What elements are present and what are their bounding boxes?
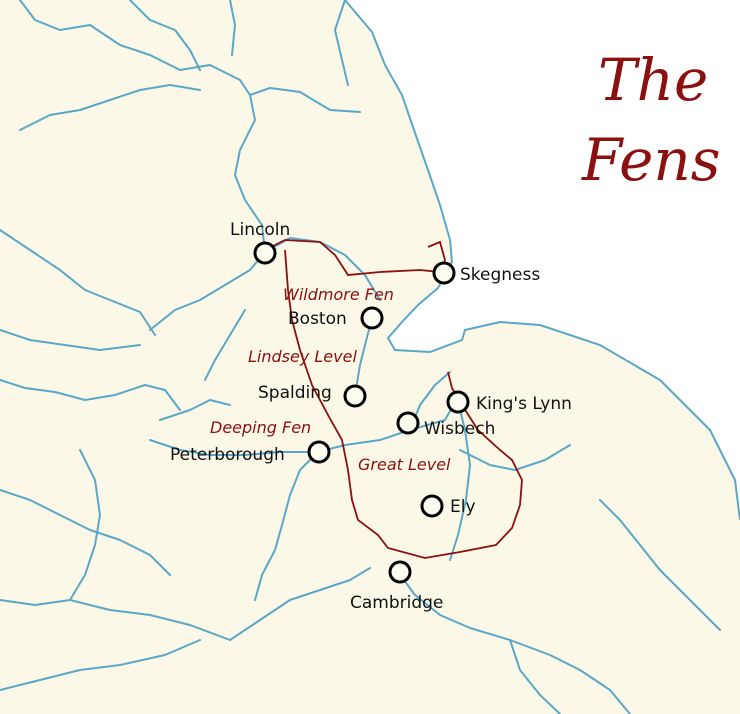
region-label-great-level: Great Level xyxy=(358,455,451,474)
town-label: Ely xyxy=(450,497,476,517)
coastline xyxy=(344,0,740,521)
river-network xyxy=(0,0,721,714)
town-kings-lynn: King's Lynn xyxy=(446,390,572,414)
town-boston: Boston xyxy=(288,306,384,330)
map-title-line-1: The xyxy=(598,46,708,114)
town-marker xyxy=(388,560,412,584)
region-label-wildmore-fen: Wildmore Fen xyxy=(283,285,394,304)
town-label: Lincoln xyxy=(230,220,290,240)
town-marker xyxy=(360,306,384,330)
town-peterborough: Peterborough xyxy=(170,440,331,465)
town-spalding: Spalding xyxy=(258,383,367,408)
town-marker xyxy=(307,440,331,464)
town-label: Cambridge xyxy=(350,593,443,613)
region-label-deeping-fen: Deeping Fen xyxy=(210,418,311,437)
town-marker xyxy=(432,261,456,285)
region-label-lindsey-level: Lindsey Level xyxy=(248,347,357,366)
town-label: Skegness xyxy=(460,265,540,285)
town-marker xyxy=(343,384,367,408)
town-lincoln: Lincoln xyxy=(230,220,290,265)
town-marker xyxy=(396,411,420,435)
town-label: Peterborough xyxy=(170,445,285,465)
town-skegness: Skegness xyxy=(432,261,540,285)
town-label: Boston xyxy=(288,309,347,329)
town-label: Spalding xyxy=(258,383,332,403)
town-cambridge: Cambridge xyxy=(350,560,443,613)
town-label: Wisbech xyxy=(424,419,495,439)
town-marker xyxy=(420,494,444,518)
town-wisbech: Wisbech xyxy=(396,411,495,439)
map-title-line-2: Fens xyxy=(581,126,721,194)
town-ely: Ely xyxy=(420,494,476,518)
town-label: King's Lynn xyxy=(476,394,572,414)
fens-boundary xyxy=(264,239,523,559)
town-marker xyxy=(253,241,277,265)
town-marker xyxy=(446,390,470,414)
